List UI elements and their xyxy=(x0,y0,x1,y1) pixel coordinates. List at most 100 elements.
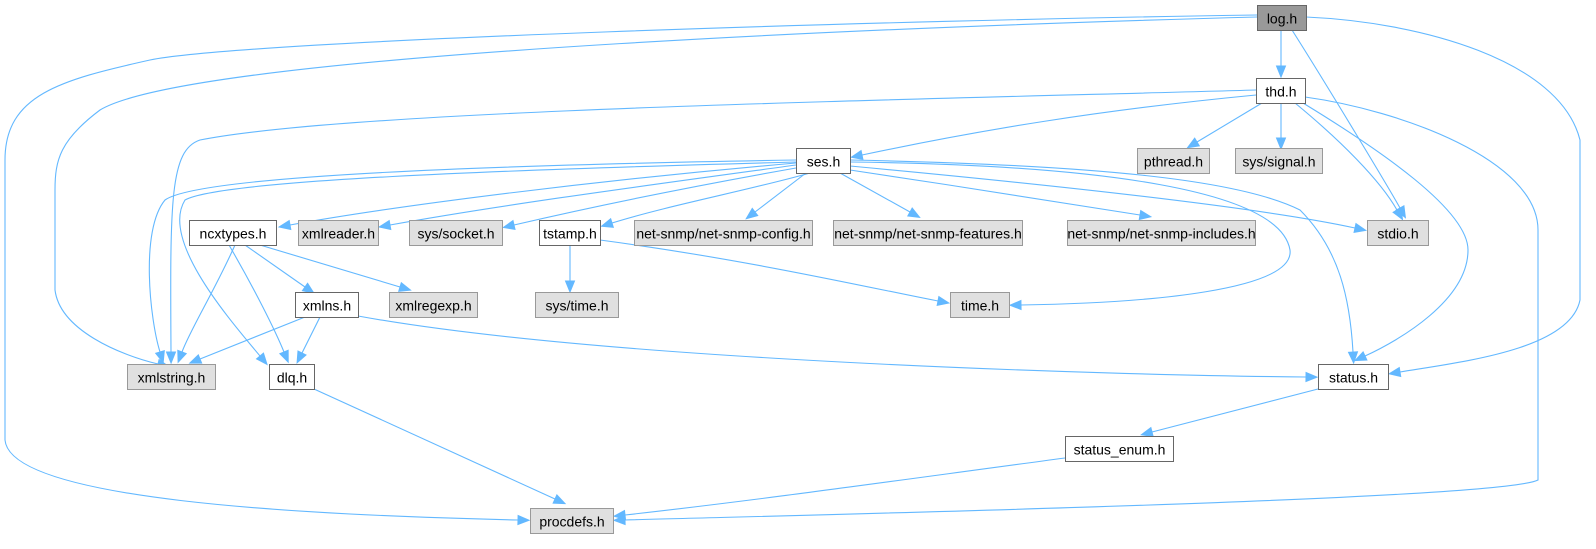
edge-status-to-status_enum-arrowhead xyxy=(1140,426,1154,437)
edge-line-ses-to-nsconfig xyxy=(754,172,807,213)
node-socket: sys/socket.h xyxy=(409,220,503,246)
edge-ses-to-tstamp-arrowhead xyxy=(600,217,615,228)
edge-line-ncxtypes-to-xmlns xyxy=(244,244,306,288)
node-label: dlq.h xyxy=(277,370,307,386)
node-label: log.h xyxy=(1267,11,1297,27)
node-box xyxy=(127,364,216,390)
node-box xyxy=(298,220,379,246)
node-label: net-snmp/net-snmp-config.h xyxy=(636,226,810,242)
node-label: ncxtypes.h xyxy=(200,226,267,242)
node-box xyxy=(1067,220,1256,246)
edge-line-thd-to-procdefs xyxy=(624,96,1539,521)
node-label: xmlreader.h xyxy=(302,226,375,242)
edge-ses-to-ncxtypes-arrowhead xyxy=(277,219,292,231)
edge-log-to-thd xyxy=(1275,30,1287,79)
node-xmlreader: xmlreader.h xyxy=(298,220,379,246)
edges-layer xyxy=(4,14,1581,526)
edge-line-xmlns-to-dlq xyxy=(301,316,321,354)
node-box xyxy=(535,292,619,318)
edge-line-xmlns-to-xmlstring xyxy=(199,316,306,360)
node-box xyxy=(1367,220,1429,246)
edge-log-to-status xyxy=(1305,16,1581,378)
node-box xyxy=(269,364,315,390)
edge-xmlns-to-xmlstring xyxy=(188,316,306,364)
edge-ncxtypes-to-xmlns xyxy=(244,244,316,295)
edge-xmlns-to-status xyxy=(357,315,1319,383)
edge-ses-to-nsfeatures xyxy=(839,172,921,218)
node-label: sys/socket.h xyxy=(417,226,494,242)
edge-tstamp-to-time xyxy=(599,239,951,307)
edge-xmlns-to-dlq-arrowhead xyxy=(296,350,307,365)
edge-ses-to-xmlstring xyxy=(148,159,797,364)
edge-thd-to-status-arrowhead xyxy=(1353,351,1368,362)
edge-ses-to-stdio xyxy=(849,165,1368,234)
edge-ses-to-nsincludes xyxy=(849,169,1153,221)
node-xmlns[interactable]: xmlns.h xyxy=(295,292,359,318)
node-label: sys/time.h xyxy=(545,298,608,314)
node-status[interactable]: status.h xyxy=(1318,364,1389,390)
edge-ses-to-ncxtypes xyxy=(277,162,797,231)
node-box xyxy=(189,220,277,246)
edge-line-ses-to-xmlstring xyxy=(148,159,797,353)
node-tstamp[interactable]: tstamp.h xyxy=(539,220,601,246)
node-dlq[interactable]: dlq.h xyxy=(269,364,315,390)
node-label: sys/signal.h xyxy=(1242,154,1315,170)
node-ses[interactable]: ses.h xyxy=(796,148,851,174)
edge-ses-to-status-arrowhead xyxy=(1347,351,1359,365)
edge-line-ses-to-socket xyxy=(513,167,797,226)
edge-line-status_enum-to-procdefs xyxy=(624,457,1066,516)
edge-thd-to-ses-arrowhead xyxy=(849,149,864,161)
edge-xmlns-to-xmlstring-arrowhead xyxy=(188,353,203,364)
edge-thd-to-xmlstring-arrowhead xyxy=(165,351,177,365)
node-box xyxy=(833,220,1023,246)
edge-line-status-to-status_enum xyxy=(1151,388,1319,433)
node-xmlregexp: xmlregexp.h xyxy=(389,292,478,318)
node-nsincludes: net-snmp/net-snmp-includes.h xyxy=(1067,220,1256,246)
edge-line-ncxtypes-to-dlq xyxy=(228,244,285,353)
edge-line-ses-to-status xyxy=(849,159,1354,353)
node-thd[interactable]: thd.h xyxy=(1256,78,1306,104)
node-log[interactable]: log.h xyxy=(1257,5,1307,31)
node-label: stdio.h xyxy=(1377,226,1418,242)
edge-ses-to-xmlstring-arrowhead xyxy=(154,350,165,364)
node-nsfeatures: net-snmp/net-snmp-features.h xyxy=(833,220,1023,246)
node-systime: sys/time.h xyxy=(535,292,619,318)
node-xmlstring: xmlstring.h xyxy=(127,364,216,390)
edge-ses-to-time-arrowhead xyxy=(1008,299,1022,311)
edge-line-ncxtypes-to-xmlstring xyxy=(181,244,236,353)
node-box xyxy=(409,220,503,246)
node-label: xmlstring.h xyxy=(138,370,206,386)
edge-dlq-to-procdefs-arrowhead xyxy=(552,494,567,505)
edge-thd-to-signal-arrowhead xyxy=(1275,137,1287,151)
node-box xyxy=(1065,436,1174,462)
edge-ses-to-nsfeatures-arrowhead xyxy=(907,207,921,218)
edge-log-to-procdefs xyxy=(4,14,1258,526)
edge-ses-to-dlq-arrowhead xyxy=(255,352,268,366)
edge-ses-to-nsconfig-arrowhead xyxy=(745,207,759,220)
edge-thd-to-pthread-arrowhead xyxy=(1186,137,1201,149)
edge-dlq-to-procdefs xyxy=(313,388,567,505)
edge-line-ses-to-stdio xyxy=(849,165,1356,229)
node-signal: sys/signal.h xyxy=(1235,148,1323,174)
edge-status_enum-to-procdefs-arrowhead xyxy=(612,509,627,521)
node-box xyxy=(530,508,614,534)
edge-ncxtypes-to-xmlregexp-arrowhead xyxy=(398,281,412,292)
edge-line-ses-to-nsincludes xyxy=(849,169,1141,216)
edge-line-thd-to-ses xyxy=(861,94,1257,156)
node-stdio: stdio.h xyxy=(1367,220,1429,246)
edge-ncxtypes-to-xmlns-arrowhead xyxy=(301,282,316,295)
node-time: time.h xyxy=(950,292,1010,318)
edge-line-ses-to-nsfeatures xyxy=(839,172,911,213)
node-label: net-snmp/net-snmp-includes.h xyxy=(1067,226,1255,242)
edge-ses-to-nsincludes-arrowhead xyxy=(1138,209,1153,221)
edge-line-ses-to-xmlreader xyxy=(389,164,797,226)
edge-ses-to-status xyxy=(849,159,1359,365)
edge-thd-to-signal xyxy=(1275,103,1287,151)
node-box xyxy=(1257,5,1307,31)
edge-ncxtypes-to-dlq xyxy=(228,244,289,364)
edge-ncxtypes-to-xmlstring-arrowhead xyxy=(177,349,188,364)
node-procdefs: procdefs.h xyxy=(530,508,614,534)
node-status-enum[interactable]: status_enum.h xyxy=(1065,436,1174,462)
node-ncxtypes[interactable]: ncxtypes.h xyxy=(189,220,277,246)
